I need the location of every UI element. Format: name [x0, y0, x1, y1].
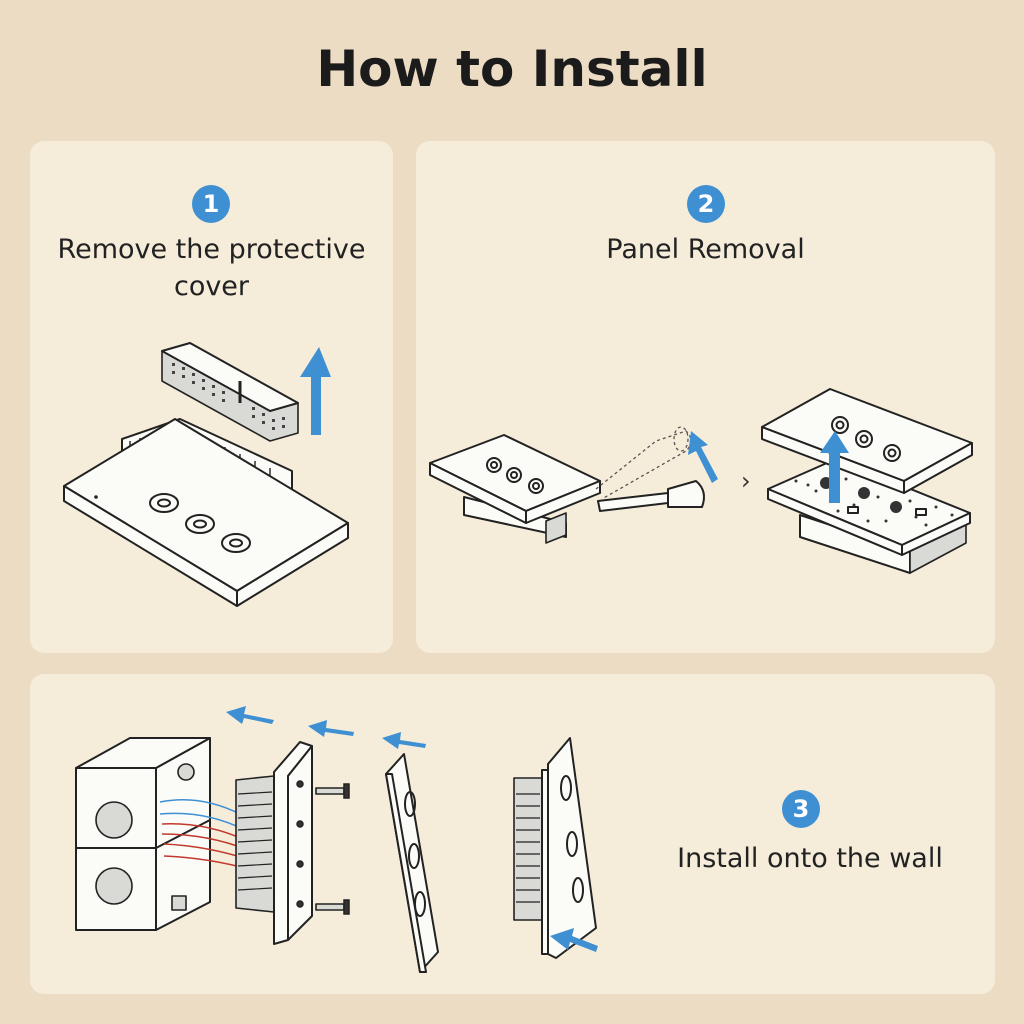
remove-cover-illustration [63, 342, 349, 607]
insert-arrow-1 [226, 706, 274, 724]
pry-arrow [688, 431, 718, 483]
protective-cover [161, 342, 299, 442]
page-title: How to Install [316, 40, 708, 98]
insert-arrow-2 [308, 720, 354, 737]
switch-with-screwdriver [429, 426, 718, 544]
installed-switch [513, 737, 598, 959]
lift-panel-arrow [820, 431, 849, 503]
insert-arrow-3 [382, 732, 426, 749]
switch-module [235, 741, 313, 945]
panel-removal-illustration: › [429, 388, 973, 574]
step-3-badge: 3 [782, 790, 820, 828]
front-panel [385, 753, 439, 973]
step-2-badge: 2 [687, 185, 725, 223]
exploded-panel [761, 388, 973, 574]
wall-install-illustration [75, 706, 598, 973]
step-2-card: 2 Panel Removal › [416, 141, 995, 653]
switch-buttons [149, 493, 251, 553]
lift-arrow [300, 347, 331, 435]
step-1-badge: 1 [192, 185, 230, 223]
step-3-label: Install onto the wall [677, 843, 943, 874]
press-arrow [550, 928, 598, 952]
step-2-label: Panel Removal [606, 234, 805, 265]
screws [315, 783, 350, 915]
step-separator: › [741, 467, 751, 495]
step-1-card: 1 Remove the protective cover [30, 141, 393, 653]
step-1-label: Remove the protective cover [57, 234, 366, 302]
wall-box [75, 737, 211, 931]
step-3-card: 3 Install onto the wall [30, 674, 995, 994]
